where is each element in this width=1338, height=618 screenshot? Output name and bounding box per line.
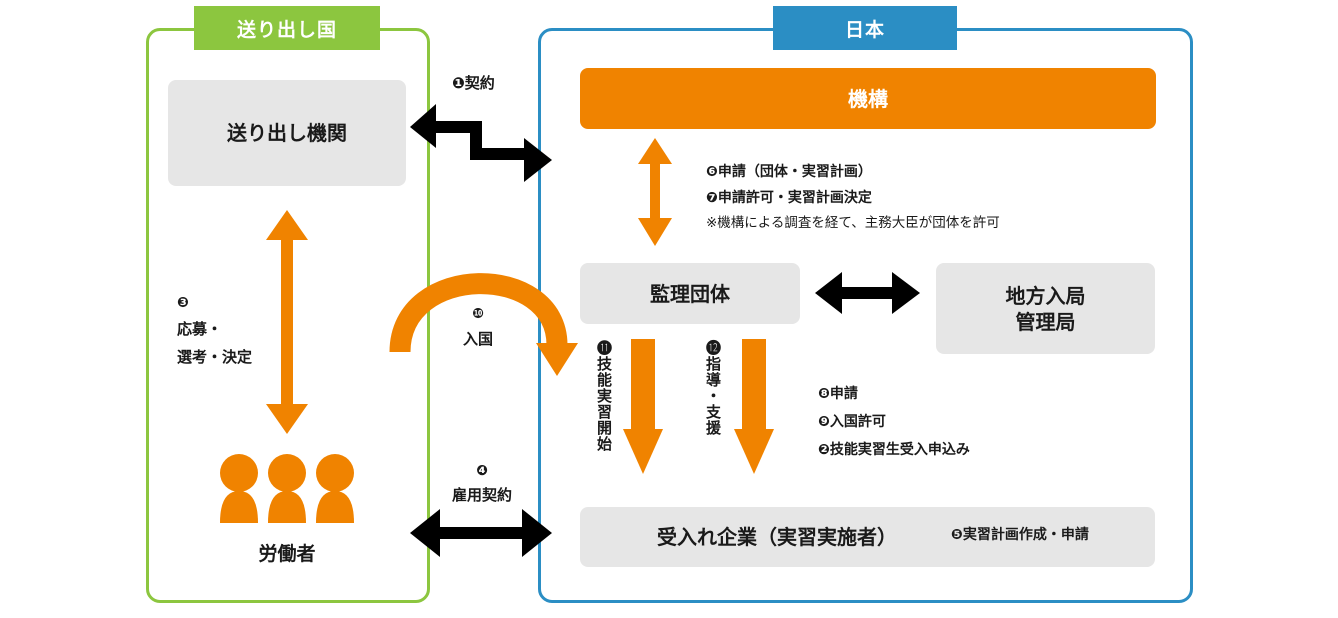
supervising-org-label: 監理団体 xyxy=(650,281,730,306)
guidance-arrow xyxy=(734,339,774,474)
host-company-box: 受入れ企業（実習実施者） ❺実習計画作成・申請 xyxy=(580,507,1155,567)
kiko-label: 機構 xyxy=(848,86,888,111)
step4-label: 雇用契約 xyxy=(451,486,512,504)
step10-number: ❿ xyxy=(472,306,484,322)
step4-number: ❹ xyxy=(476,463,488,479)
step3-line1: 応募・ xyxy=(177,320,223,338)
entry-arrow xyxy=(389,273,578,376)
sending-country-tab: 送り出し国 xyxy=(194,6,380,50)
approval-note: ※機構による調査を経て、主務大臣が団体を許可 xyxy=(706,215,1000,231)
employment-arrow xyxy=(410,509,552,557)
step11-label: ⓫技能実習開始 xyxy=(595,340,613,452)
kiko-box: 機構 xyxy=(580,68,1156,129)
sending-org-box: 送り出し機関 xyxy=(168,80,406,186)
regional-bureau-label-line2: 管理局 xyxy=(1015,309,1076,334)
kiko-supervising-arrow xyxy=(638,138,672,246)
japan-tab: 日本 xyxy=(773,6,957,50)
step8-label: ❽申請 xyxy=(818,386,858,402)
step12-label: ⓬指導・支援 xyxy=(704,340,722,436)
host-company-label: 受入れ企業（実習実施者） xyxy=(657,525,897,549)
training-start-arrow xyxy=(623,339,663,474)
regional-bureau-label-line1: 地方入局 xyxy=(1005,283,1086,308)
contract-arrow xyxy=(410,104,552,182)
step9-label: ❾入国許可 xyxy=(818,414,886,430)
step10-label: 入国 xyxy=(462,330,493,348)
step1-label: ❶契約 xyxy=(452,74,495,92)
sending-org-label: 送り出し機関 xyxy=(227,121,347,145)
supervising-org-box: 監理団体 xyxy=(580,263,800,324)
step3-line2: 選考・決定 xyxy=(177,348,253,366)
supervising-bureau-arrow xyxy=(815,272,920,314)
step2-label: ❷技能実習生受入申込み xyxy=(818,442,970,458)
regional-bureau-box: 地方入局 管理局 xyxy=(936,263,1155,354)
recruit-arrow xyxy=(266,210,308,434)
step3-number: ❸ xyxy=(177,295,189,311)
step6-label: ❻申請（団体・実習計画） xyxy=(706,164,872,180)
step7-label: ❼申請許可・実習計画決定 xyxy=(706,190,872,206)
workers-label: 労働者 xyxy=(258,543,316,565)
workers-icon xyxy=(220,454,354,523)
step5-label: ❺実習計画作成・申請 xyxy=(951,527,1089,543)
